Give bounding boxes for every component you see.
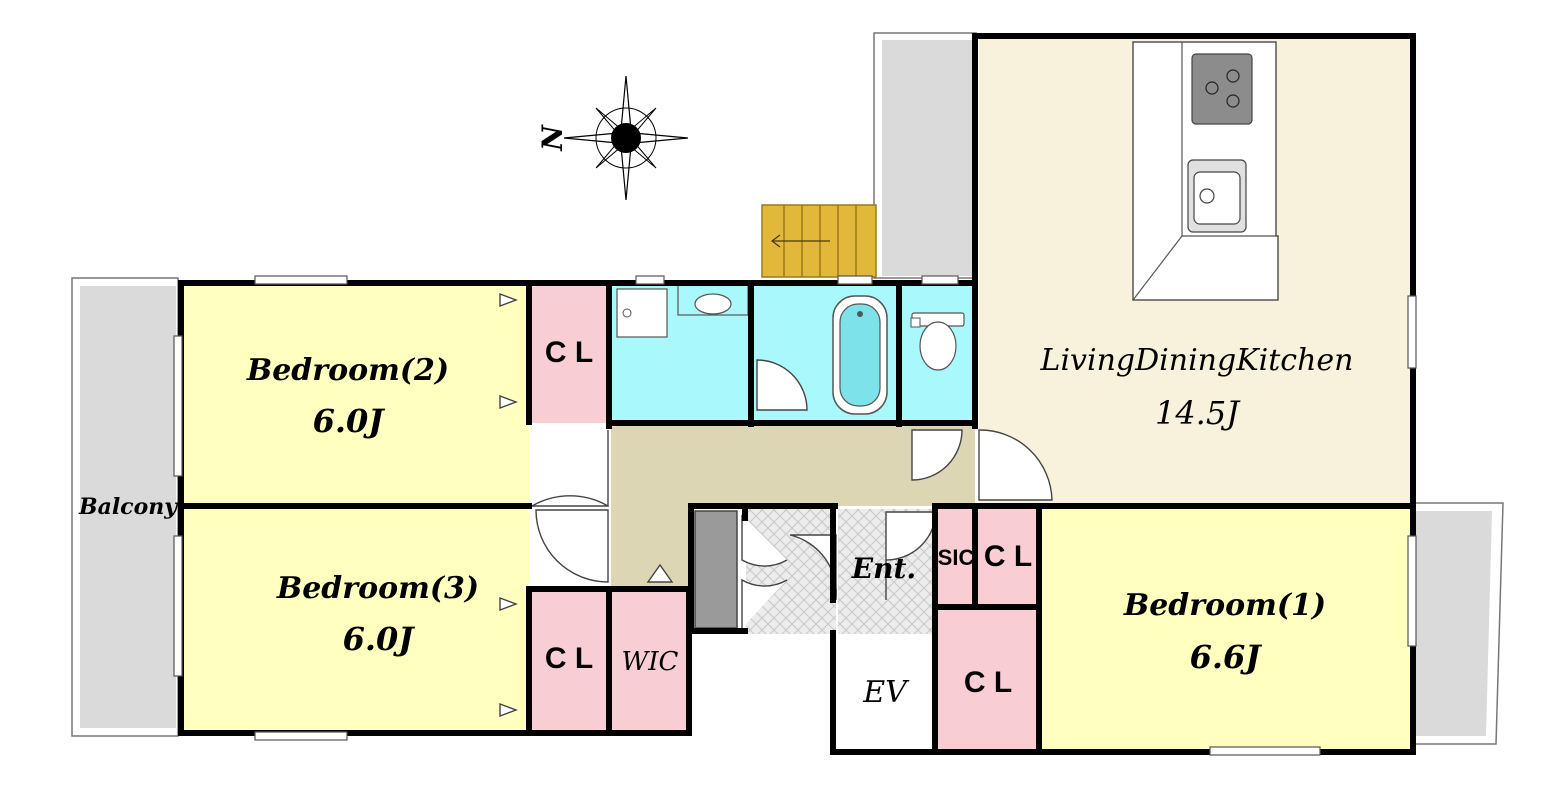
ldk-name: LivingDiningKitchen: [1040, 343, 1354, 378]
bedroom-3-area: [181, 509, 529, 733]
closet-bedroom-1: [938, 609, 1038, 751]
stove-icon: [1191, 53, 1253, 125]
bedroom-1-name: Bedroom(1): [1123, 588, 1326, 623]
closet-label-entrance: C L: [984, 540, 1032, 573]
hallway-area: [611, 423, 975, 590]
bedroom-2-name: Bedroom(2): [246, 353, 449, 388]
elevator-area: [833, 634, 938, 751]
bedroom-2-size: 6.0J: [313, 402, 386, 440]
doors: [499, 292, 1053, 718]
north-label: N: [536, 124, 569, 152]
walk-in-closet-label: WIC: [622, 647, 679, 677]
entrance-shoes-area: [746, 509, 836, 634]
windows: [173, 275, 1417, 756]
sink-icon: [1187, 159, 1247, 233]
elevator-label: EV: [862, 675, 910, 710]
bathtub-icon: [832, 295, 888, 415]
bedroom-3-name: Bedroom(3): [276, 571, 479, 606]
washing-machine-icon: [677, 284, 749, 316]
balcony-right: [1409, 502, 1504, 745]
washbasin-icon: [616, 288, 668, 338]
ldk-size: 14.5J: [1155, 394, 1241, 432]
entrance-label: Ent.: [851, 552, 916, 585]
balcony-label: Balcony: [78, 494, 179, 520]
bedroom-1-size: 6.6J: [1190, 638, 1263, 676]
bedroom-3-size: 6.0J: [343, 620, 416, 658]
shoe-closet-area: [938, 509, 1038, 607]
walls: [178, 33, 1416, 755]
closet-label-bedroom-1: C L: [964, 666, 1012, 699]
bedroom-1-area: [1040, 509, 1410, 751]
balcony-top: [873, 32, 977, 279]
closet-bedroom-3: [529, 592, 609, 733]
closet-label-bedroom-3: C L: [545, 642, 593, 675]
closet-bedroom-2: [529, 283, 609, 423]
stairs: [761, 204, 877, 278]
compass-icon: [563, 75, 689, 201]
walk-in-closet: [611, 592, 689, 733]
balcony-left: [71, 277, 179, 737]
closet-label-bedroom-2: C L: [545, 336, 593, 369]
shaft: [694, 510, 738, 629]
toilet-icon: [910, 312, 965, 371]
bedroom-2-area: [181, 283, 529, 506]
shoe-closet-label: SIC: [938, 545, 975, 570]
